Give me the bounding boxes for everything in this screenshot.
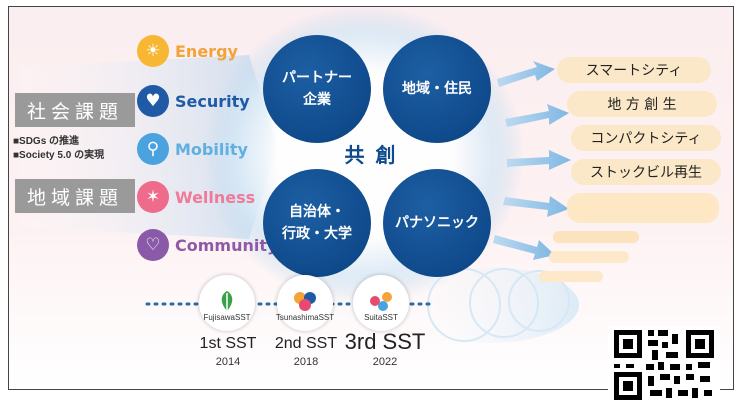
petal-icon: [294, 292, 316, 311]
third-sst-label: 3rd SST: [344, 329, 426, 354]
second-sst-label: 2nd SST: [274, 335, 338, 352]
co-creation-label: 共 創: [344, 143, 398, 167]
runner-icon: ✶: [137, 181, 169, 213]
suita-logo-text: SuitaSST: [364, 313, 398, 322]
theme-wellness: Wellness: [175, 188, 256, 207]
flower-icon: [370, 292, 392, 311]
theme-security: Security: [175, 92, 250, 111]
diagram-panel: 社会課題 ■SDGs の推進 ■Society 5.0 の実現 地域課題 ☀ E…: [8, 6, 734, 390]
outcome-regional-revitalization: 地 方 創 生: [567, 91, 717, 117]
first-sst-label: 1st SST: [199, 335, 257, 352]
circle-panasonic: パナソニック: [383, 169, 491, 277]
outcome-compact-city: コンパクトシティ: [571, 125, 721, 151]
heart-hands-icon: ♡: [137, 229, 169, 261]
sun-icon: ☀: [137, 35, 169, 67]
theme-community: Community: [175, 236, 278, 255]
theme-energy: Energy: [175, 42, 238, 61]
bicycle-icon: ⚲: [137, 133, 169, 165]
third-sst-year: 2022: [372, 356, 398, 368]
fujisawa-sst-logo: FujisawaSST: [199, 275, 255, 331]
fujisawa-logo-text: FujisawaSST: [203, 313, 251, 322]
outcome-bar-3: [539, 271, 603, 282]
panasonic-label: パナソニック: [395, 215, 479, 231]
output-arrows: [493, 61, 571, 260]
issue-bullets: ■SDGs の推進 ■Society 5.0 の実現: [13, 135, 104, 163]
theme-mobility: Mobility: [175, 140, 248, 159]
government-university-label: 自治体・ 行政・大学: [282, 204, 352, 242]
second-sst-year: 2018: [293, 356, 319, 368]
outcome-bar-2: [549, 251, 629, 263]
local-residents-label: 地域・住民: [402, 81, 472, 97]
suita-sst-logo: SuitaSST: [353, 275, 409, 331]
bullet-sdgs: ■SDGs の推進: [13, 136, 80, 147]
tsunashima-sst-logo: TsunashimaSST: [275, 275, 335, 331]
circle-local-residents: 地域・住民: [383, 35, 491, 143]
outcome-smart-city: スマートシティ: [557, 57, 711, 83]
outcome-bar-1: [553, 231, 639, 243]
outcome-stock-building: ストックビル再生: [571, 159, 721, 185]
partner-companies-label: パートナー 企業: [282, 70, 352, 108]
shield-hands-icon: ♥: [137, 85, 169, 117]
bullet-society5: ■Society 5.0 の実現: [13, 150, 105, 161]
qr-code-icon: [608, 326, 720, 405]
circle-partner-companies: パートナー 企業: [263, 35, 371, 143]
regional-issues-box: 地域課題: [15, 179, 135, 213]
leaf-icon: [221, 291, 233, 311]
social-issues-box: 社会課題: [15, 93, 135, 127]
circle-government-university: 自治体・ 行政・大学: [263, 169, 371, 277]
tsunashima-logo-text: TsunashimaSST: [275, 313, 335, 322]
first-sst-year: 2014: [215, 356, 241, 368]
outcome-future-placeholder: [567, 193, 719, 223]
